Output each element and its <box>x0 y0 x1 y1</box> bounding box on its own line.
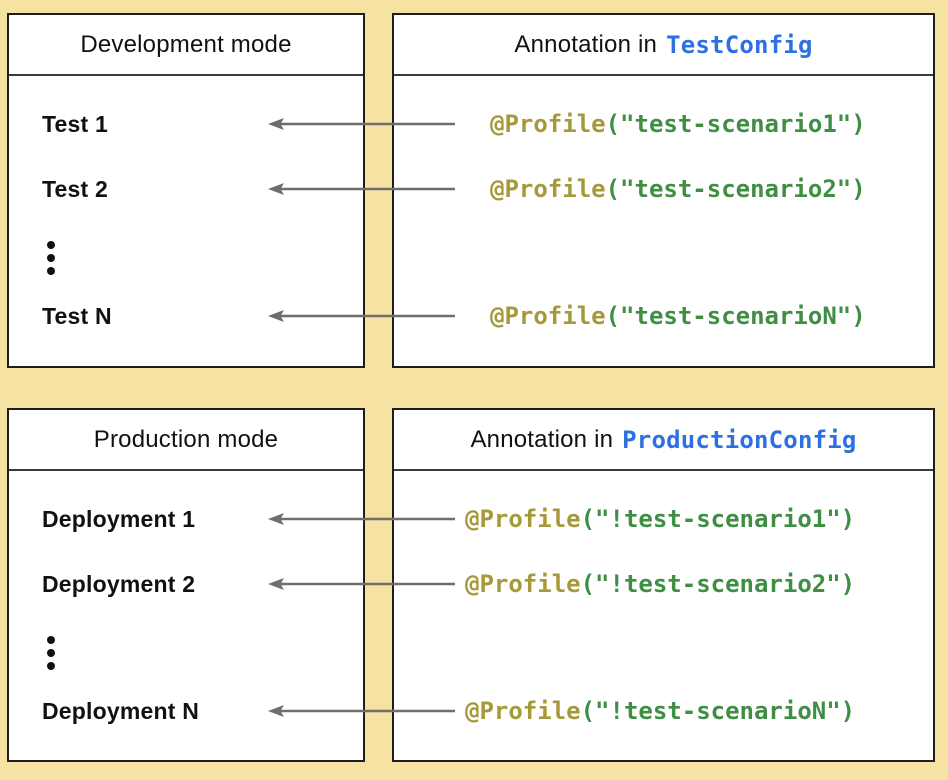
item-label: Deployment 2 <box>42 570 196 597</box>
development-mode-header: Development mode <box>9 15 363 76</box>
profile-annotation: @Profile("test-scenario1") <box>490 110 866 138</box>
code-line-n: @Profile("test-scenarioN") <box>490 299 866 333</box>
ellipsis-dot <box>47 649 55 657</box>
annotation-name: @Profile <box>465 570 581 598</box>
testconfig-annotation-box: Annotation in TestConfig @Profile("test-… <box>392 13 935 368</box>
annotation-argument: ("test-scenarioN") <box>605 302 866 330</box>
ellipsis-dot <box>47 254 55 262</box>
annotation-argument: ("!test-scenario2") <box>580 570 856 598</box>
profile-annotation: @Profile("!test-scenario2") <box>465 570 855 598</box>
annotation-name: @Profile <box>465 505 581 533</box>
productionconfig-header: Annotation in ProductionConfig <box>394 410 933 471</box>
left-arrow-icon-deployment-1 <box>267 511 457 527</box>
list-item-test-2: Test 2 <box>42 172 108 206</box>
ellipsis-dot <box>47 241 55 249</box>
code-line-n: @Profile("!test-scenarioN") <box>465 694 855 728</box>
annotation-name: @Profile <box>490 175 606 203</box>
vertical-ellipsis-icon <box>47 241 55 275</box>
item-label: Deployment N <box>42 697 200 724</box>
list-item-deployment-n: Deployment N <box>42 694 199 728</box>
item-label: Deployment 1 <box>42 505 196 532</box>
list-item-test-1: Test 1 <box>42 107 108 141</box>
code-line-1: @Profile("test-scenario1") <box>490 107 866 141</box>
productionconfig-annotation-box: Annotation in ProductionConfig @Profile(… <box>392 408 935 762</box>
ellipsis-dot <box>47 662 55 670</box>
profile-annotation: @Profile("test-scenario2") <box>490 175 866 203</box>
left-arrow-icon-test-n <box>267 308 457 324</box>
annotation-in-label: Annotation in <box>514 30 658 58</box>
development-mode-title: Development mode <box>80 30 292 58</box>
testconfig-header: Annotation in TestConfig <box>394 15 933 76</box>
ellipsis-dot <box>47 267 55 275</box>
code-line-2: @Profile("test-scenario2") <box>490 172 866 206</box>
annotation-argument: ("!test-scenario1") <box>580 505 856 533</box>
item-label: Test N <box>42 302 112 329</box>
production-mode-title: Production mode <box>93 425 279 453</box>
annotation-argument: ("test-scenario1") <box>605 110 866 138</box>
production-mode-header: Production mode <box>9 410 363 471</box>
item-label: Test 2 <box>42 175 108 202</box>
profile-annotation: @Profile("!test-scenario1") <box>465 505 855 533</box>
profile-annotation: @Profile("test-scenarioN") <box>490 302 866 330</box>
list-item-deployment-2: Deployment 2 <box>42 567 195 601</box>
left-arrow-icon-deployment-2 <box>267 576 457 592</box>
ellipsis-dot <box>47 636 55 644</box>
code-line-2: @Profile("!test-scenario2") <box>465 567 855 601</box>
left-arrow-icon-deployment-n <box>267 703 457 719</box>
annotation-name: @Profile <box>490 110 606 138</box>
config-class-name: ProductionConfig <box>622 425 857 454</box>
annotation-in-label: Annotation in <box>470 425 614 453</box>
code-line-1: @Profile("!test-scenario1") <box>465 502 855 536</box>
config-class-name: TestConfig <box>666 30 813 59</box>
annotation-argument: ("test-scenario2") <box>605 175 866 203</box>
annotation-name: @Profile <box>490 302 606 330</box>
item-label: Test 1 <box>42 110 108 137</box>
development-mode-box: Development mode Test 1 Test 2 Test N <box>7 13 365 368</box>
left-arrow-icon-test-2 <box>267 181 457 197</box>
list-item-deployment-1: Deployment 1 <box>42 502 195 536</box>
annotation-name: @Profile <box>465 697 581 725</box>
annotation-argument: ("!test-scenarioN") <box>580 697 856 725</box>
profile-annotation: @Profile("!test-scenarioN") <box>465 697 855 725</box>
list-item-test-n: Test N <box>42 299 112 333</box>
vertical-ellipsis-icon <box>47 636 55 670</box>
left-arrow-icon-test-1 <box>267 116 457 132</box>
